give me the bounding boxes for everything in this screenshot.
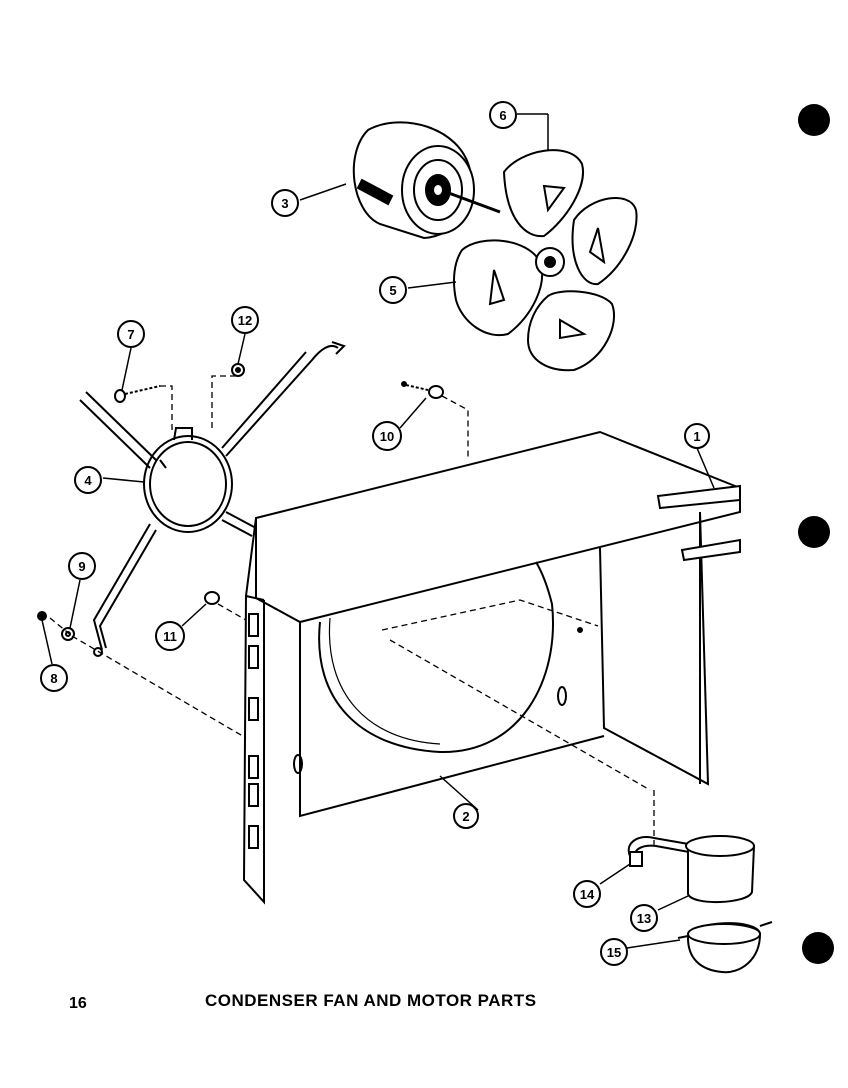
callout-14: 14 <box>573 880 601 908</box>
shroud <box>242 430 741 905</box>
washer-9 <box>61 627 75 641</box>
svg-text:1: 1 <box>693 429 700 444</box>
callout-10: 10 <box>372 421 402 451</box>
callout-7: 7 <box>117 320 145 348</box>
screw-8 <box>37 611 47 621</box>
capacitor-boot <box>677 921 773 974</box>
svg-text:3: 3 <box>281 196 288 211</box>
svg-text:12: 12 <box>238 313 252 328</box>
svg-text:2: 2 <box>462 809 469 824</box>
screw-10 <box>401 381 444 399</box>
capacitor <box>685 835 756 903</box>
callout-3: 3 <box>271 189 299 217</box>
svg-text:10: 10 <box>380 429 394 444</box>
svg-text:11: 11 <box>163 629 177 644</box>
callout-13: 13 <box>630 904 658 932</box>
screw-7 <box>114 385 161 403</box>
binder-hole-bottom <box>802 932 834 964</box>
callout-15: 15 <box>600 938 628 966</box>
grommet-11 <box>204 591 220 605</box>
svg-text:5: 5 <box>389 283 396 298</box>
callout-11: 11 <box>155 621 185 651</box>
svg-text:8: 8 <box>50 671 57 686</box>
svg-text:7: 7 <box>127 327 134 342</box>
diagram-caption: CONDENSER FAN AND MOTOR PARTS <box>205 991 537 1010</box>
fan-motor <box>352 121 501 240</box>
callout-4: 4 <box>74 466 102 494</box>
callout-2: 2 <box>453 803 479 829</box>
svg-text:4: 4 <box>84 473 92 488</box>
fan-blade <box>453 149 638 372</box>
page-number: 16 <box>69 995 87 1012</box>
callout-8: 8 <box>40 664 68 692</box>
svg-text:9: 9 <box>78 559 85 574</box>
callout-1: 1 <box>684 423 710 449</box>
assembly-lines <box>49 375 655 850</box>
binder-hole-middle <box>798 516 830 548</box>
motor-mount-ring <box>79 341 346 657</box>
svg-text:15: 15 <box>607 945 621 960</box>
capacitor-strap <box>627 836 701 867</box>
callout-6: 6 <box>489 101 517 129</box>
binder-hole-top <box>798 104 830 136</box>
callout-12: 12 <box>231 306 259 334</box>
callout-9: 9 <box>68 552 96 580</box>
callout-5: 5 <box>379 276 407 304</box>
svg-text:6: 6 <box>499 108 506 123</box>
svg-text:14: 14 <box>580 887 595 902</box>
nut-12 <box>231 363 245 377</box>
svg-text:13: 13 <box>637 911 651 926</box>
